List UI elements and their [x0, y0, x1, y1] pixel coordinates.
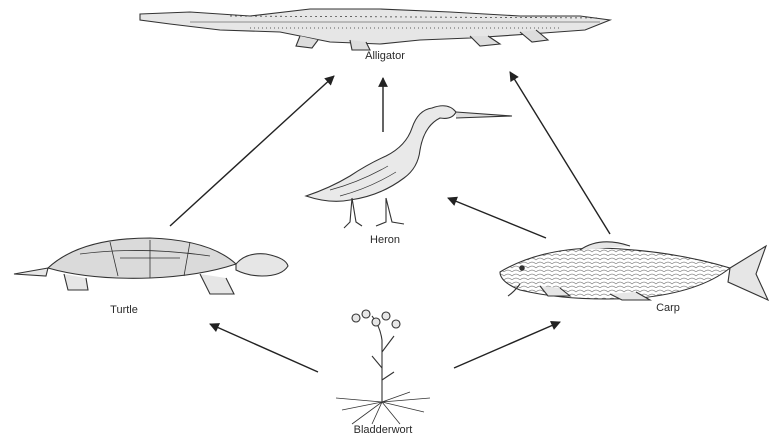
bladderwort-illustration	[336, 310, 430, 424]
heron-label: Heron	[370, 234, 400, 246]
bladderwort-label: Bladderwort	[354, 424, 413, 436]
turtle-label: Turtle	[110, 304, 138, 316]
arrow-turtle-to-alligator	[170, 76, 334, 226]
carp-illustration	[500, 242, 768, 300]
heron-illustration	[306, 106, 512, 228]
food-web-arrows	[170, 72, 610, 372]
alligator-illustration	[140, 9, 610, 50]
arrow-bladderwort-to-carp	[454, 322, 560, 368]
arrow-carp-to-alligator	[510, 72, 610, 234]
turtle-illustration	[14, 238, 288, 294]
arrow-carp-to-heron	[448, 198, 546, 238]
carp-label: Carp	[656, 302, 680, 314]
arrow-bladderwort-to-turtle	[210, 324, 318, 372]
alligator-label: Alligator	[365, 50, 405, 62]
